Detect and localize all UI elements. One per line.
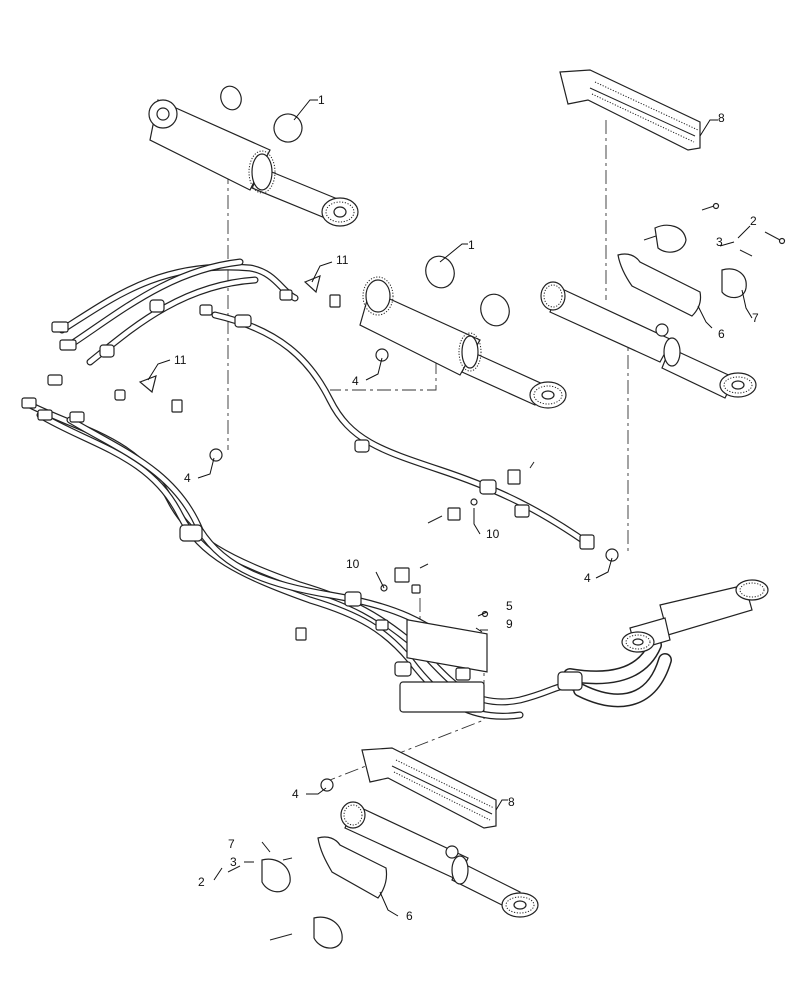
- callout-2-right: 2: [750, 214, 757, 228]
- callout-3-right: 3: [716, 235, 723, 249]
- callout-1-upper: 1: [318, 93, 325, 107]
- callout-10-upper: 10: [346, 557, 360, 571]
- hose-fittings-left: [21, 289, 293, 423]
- callout-1-middle: 1: [468, 238, 475, 252]
- callout-4-right: 4: [584, 571, 591, 585]
- callout-6-lower: 6: [406, 909, 413, 923]
- callout-7-right: 7: [752, 311, 759, 325]
- callout-4-left: 4: [184, 471, 191, 485]
- callout-8-upper: 8: [718, 111, 725, 125]
- clamp-rings: [220, 85, 747, 949]
- callouts: 1 1 2 2 3 3 4 4 4 4 5 6 6 7 7 8 8 9 10 1…: [174, 93, 759, 923]
- hydraulic-cylinder-right: [540, 281, 757, 399]
- callout-2-left: 2: [198, 875, 205, 889]
- callout-7-left: 7: [228, 837, 235, 851]
- hydraulic-cylinder-middle: [359, 276, 567, 409]
- hose-clips: [138, 275, 321, 394]
- hydraulic-cylinder-lower-right: [621, 579, 769, 653]
- small-bolts: [227, 202, 786, 941]
- callout-leaders: [147, 99, 753, 917]
- callout-11-left: 11: [174, 353, 187, 367]
- cylinder-guard-upper: [559, 69, 701, 151]
- cylinder-guard-lower: [361, 747, 497, 829]
- callout-5: 5: [506, 599, 513, 613]
- callout-6-upper: 6: [718, 327, 725, 341]
- hose-bundle: [26, 258, 672, 720]
- callout-3-left: 3: [230, 855, 237, 869]
- hydraulic-cylinder-bottom: [340, 801, 539, 918]
- hydraulic-cylinder-upper-left: [148, 99, 359, 227]
- brackets-and-bolts: [171, 294, 595, 713]
- heat-shield-lower: [317, 836, 388, 899]
- callout-11-upper: 11: [336, 253, 349, 267]
- callout-8-lower: 8: [508, 795, 515, 809]
- elbow-fittings: [209, 348, 619, 792]
- callout-4-bottom: 4: [292, 787, 299, 801]
- hose-clamps: [99, 299, 583, 713]
- callout-9: 9: [506, 617, 513, 631]
- callout-10-lower: 10: [486, 527, 500, 541]
- heat-shield-upper: [617, 253, 702, 317]
- callout-4-middle: 4: [352, 374, 359, 388]
